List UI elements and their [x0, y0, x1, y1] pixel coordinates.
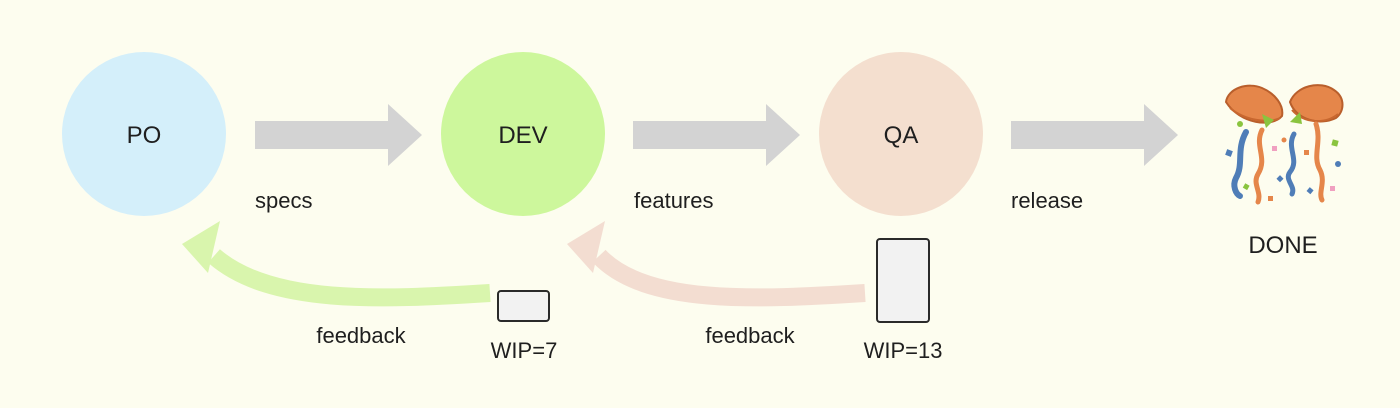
- confetti-piece: [1331, 139, 1339, 147]
- confetti-piece: [1330, 186, 1335, 191]
- wip-label-qa: WIP=13: [864, 338, 943, 363]
- node-dev-circle: [441, 52, 605, 216]
- flow-arrow-shaft: [1011, 121, 1144, 149]
- party-popper-right-cone-rim: [1291, 109, 1339, 122]
- confetti-piece: [1281, 137, 1287, 143]
- confetti-piece: [1268, 196, 1273, 201]
- confetti-piece: [1306, 187, 1314, 195]
- confetti-piece: [1272, 146, 1277, 151]
- wip-box-qa: [876, 238, 930, 323]
- confetti-piece: [1237, 121, 1243, 127]
- feedback-arrow-dev-to-po-head: [182, 221, 220, 273]
- feedback-label-dev: feedback: [705, 323, 795, 348]
- flow-label-release: release: [1011, 188, 1083, 213]
- confetti-piece: [1242, 183, 1250, 191]
- wip-label-dev: WIP=7: [491, 338, 558, 363]
- flow-arrow-head: [388, 104, 422, 166]
- confetti-piece: [1304, 150, 1309, 155]
- flow-label-specs: specs: [255, 188, 312, 213]
- node-qa-label: QA: [884, 122, 919, 149]
- node-qa: QA: [819, 52, 983, 216]
- node-po-label: PO: [127, 122, 162, 149]
- streamer-blue-left: [1231, 129, 1249, 199]
- confetti-piece: [1335, 161, 1341, 167]
- wip-box-dev: [497, 290, 550, 322]
- party-popper-icon: [1224, 84, 1344, 205]
- flow-arrow-head: [1144, 104, 1178, 166]
- feedback-arrow-qa-to-dev-shaft: [592, 249, 866, 307]
- streamer-orange-left: [1253, 127, 1265, 205]
- party-popper-left-cone: [1224, 84, 1284, 124]
- flow-arrow-qa-to-done: [1011, 104, 1178, 166]
- flow-arrow-dev-to-qa: [633, 104, 800, 166]
- node-dev-label: DEV: [498, 122, 547, 149]
- party-popper-left-tip: [1262, 114, 1274, 128]
- flow-arrow-po-to-dev: [255, 104, 422, 166]
- feedback-arrow-dev-to-po-shaft: [208, 249, 491, 307]
- feedback-arrow-qa-to-dev: [567, 221, 866, 307]
- node-dev: DEV: [441, 52, 605, 216]
- streamer-blue-right: [1285, 131, 1297, 197]
- party-popper-right-tip: [1290, 112, 1302, 124]
- flow-arrow-shaft: [633, 121, 766, 149]
- flow-arrow-shaft: [255, 121, 388, 149]
- flow-arrow-head: [766, 104, 800, 166]
- streamer-orange-right: [1313, 121, 1325, 203]
- feedback-arrow-dev-to-po: [182, 221, 491, 307]
- node-po-circle: [62, 52, 226, 216]
- party-popper-left-cone-rim: [1229, 107, 1281, 122]
- done-label: DONE: [1248, 232, 1317, 259]
- feedback-arrow-qa-to-dev-head: [567, 221, 605, 273]
- node-qa-circle: [819, 52, 983, 216]
- confetti-piece: [1225, 149, 1233, 157]
- node-po: PO: [62, 52, 226, 216]
- flow-label-features: features: [634, 188, 714, 213]
- feedback-label-po: feedback: [316, 323, 406, 348]
